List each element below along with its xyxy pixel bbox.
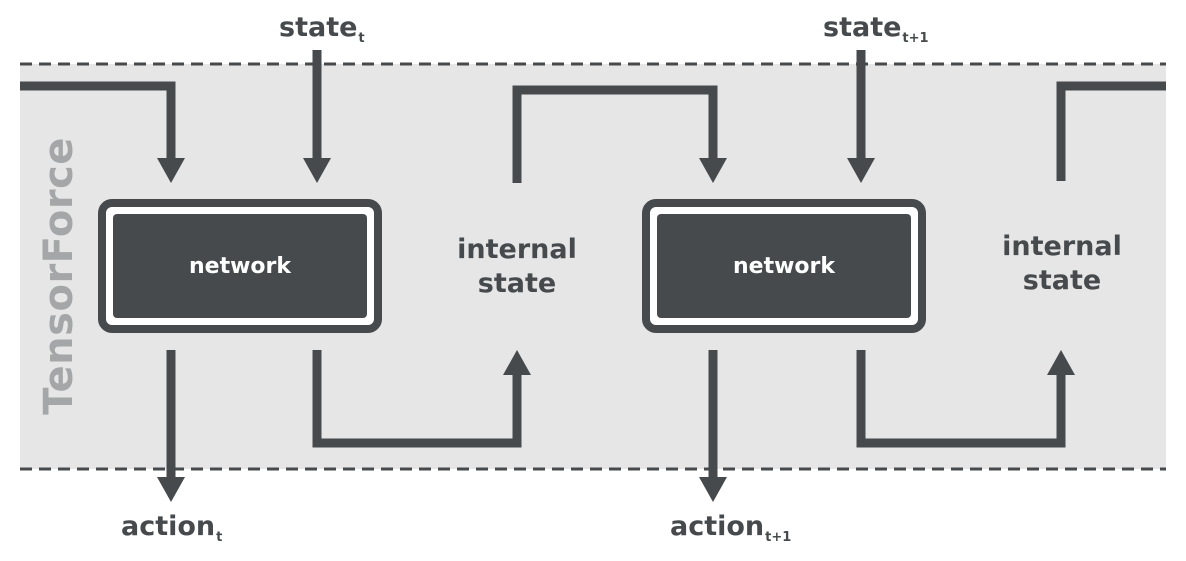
arrowhead-action-t [157, 477, 185, 502]
state-t1-label: statet+1 [823, 14, 929, 45]
action-t1-label: actiont+1 [670, 513, 791, 544]
network2-to-internal-state-line [856, 350, 1066, 448]
arrowhead-state-t1 [847, 158, 875, 183]
arrowhead-incoming-state [157, 158, 185, 183]
network-label-2: network [732, 253, 836, 279]
incoming-internal-state-line [20, 81, 176, 160]
arrowhead-internal-state-2-up [1047, 350, 1075, 375]
arrowhead-internal-state-1-up [503, 350, 531, 375]
action-t1-label-base: action [670, 511, 765, 542]
network-box-2-inner: network [657, 214, 911, 318]
action-t-label-sub: t [216, 530, 223, 545]
internal-state-2-line2: state [1022, 265, 1102, 296]
outgoing-internal-state-line [1056, 81, 1166, 181]
internal-state-to-network2-line [512, 85, 718, 183]
action-t-label-base: action [121, 511, 216, 542]
network-label-1: network [188, 253, 292, 279]
internal-state-label-1: internal state [437, 233, 597, 301]
arrowhead-state-t [303, 158, 331, 183]
state-t-label-base: state [279, 12, 358, 43]
internal-state-2-line1: internal [1002, 231, 1122, 262]
arrowhead-action-t1 [699, 477, 727, 502]
network-box-2: network [642, 199, 926, 333]
arrowhead-into-network2 [699, 158, 727, 183]
network-box-1: network [98, 199, 382, 333]
network1-to-internal-state-line [312, 350, 522, 448]
state-t1-label-sub: t+1 [902, 31, 929, 46]
tensorforce-brand-text: TensorForce [36, 137, 82, 415]
state-t1-label-base: state [823, 12, 902, 43]
network-box-1-inner: network [113, 214, 367, 318]
action-t-label: actiont [121, 513, 222, 544]
state-t-label: statet [279, 14, 365, 45]
internal-state-1-line1: internal [457, 234, 577, 265]
action-t1-label-sub: t+1 [765, 530, 792, 545]
state-t-label-sub: t [358, 31, 365, 46]
internal-state-label-2: internal state [982, 230, 1142, 298]
internal-state-1-line2: state [477, 268, 557, 299]
